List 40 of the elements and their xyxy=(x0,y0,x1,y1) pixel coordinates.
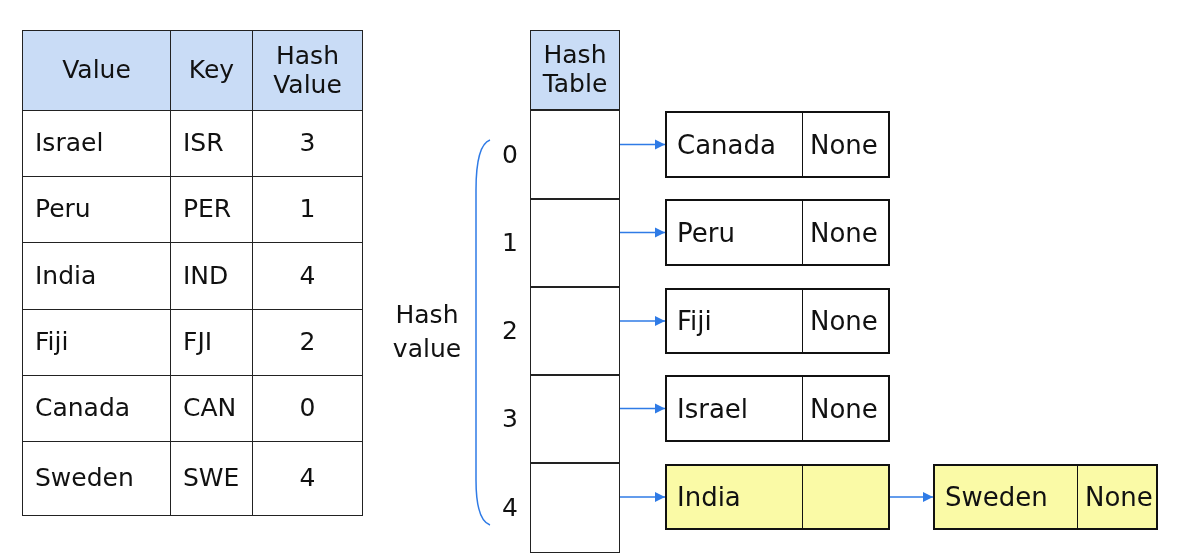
next-pointer: None xyxy=(810,216,878,250)
slot-index: 1 xyxy=(502,228,518,257)
node-value: India xyxy=(677,481,741,514)
next-pointer: None xyxy=(1085,481,1153,514)
next-pointer: None xyxy=(810,128,878,162)
node-value: Canada xyxy=(677,128,776,162)
arrow xyxy=(619,315,666,327)
table-header-cell: Hash Value xyxy=(252,30,363,111)
node-value: Sweden xyxy=(945,481,1048,514)
next-pointer: None xyxy=(810,305,878,338)
arrow xyxy=(619,491,666,503)
hash-table-slot xyxy=(530,199,620,287)
node-value: Fiji xyxy=(677,305,712,338)
list-node xyxy=(665,288,890,354)
next-pointer: None xyxy=(810,392,878,426)
node-value: Peru xyxy=(677,216,735,250)
list-node xyxy=(665,375,890,442)
table-header-cell: Key xyxy=(170,30,253,111)
arrow xyxy=(889,491,934,503)
hash-table-slot xyxy=(530,463,620,553)
hash-table-slot xyxy=(530,110,620,199)
hash-table-slot xyxy=(530,375,620,463)
list-node xyxy=(933,464,1158,530)
slot-index: 2 xyxy=(502,316,518,345)
arrow xyxy=(619,403,666,414)
arrow xyxy=(619,227,666,238)
list-node xyxy=(665,464,890,530)
hash-table-header: Hash Table xyxy=(530,30,620,110)
node-value: Israel xyxy=(677,392,749,426)
arrow xyxy=(619,139,666,150)
axis-label: Hash value xyxy=(391,299,463,365)
table-header-cell: Value xyxy=(22,30,171,111)
hash-table-slot xyxy=(530,287,620,375)
list-node xyxy=(665,111,890,178)
slot-index: 3 xyxy=(502,404,518,433)
list-node xyxy=(665,199,890,266)
slot-index: 0 xyxy=(502,139,518,169)
table-cell: 4 xyxy=(252,441,363,516)
slot-index: 4 xyxy=(502,493,518,522)
table-cell: Sweden xyxy=(22,441,171,516)
